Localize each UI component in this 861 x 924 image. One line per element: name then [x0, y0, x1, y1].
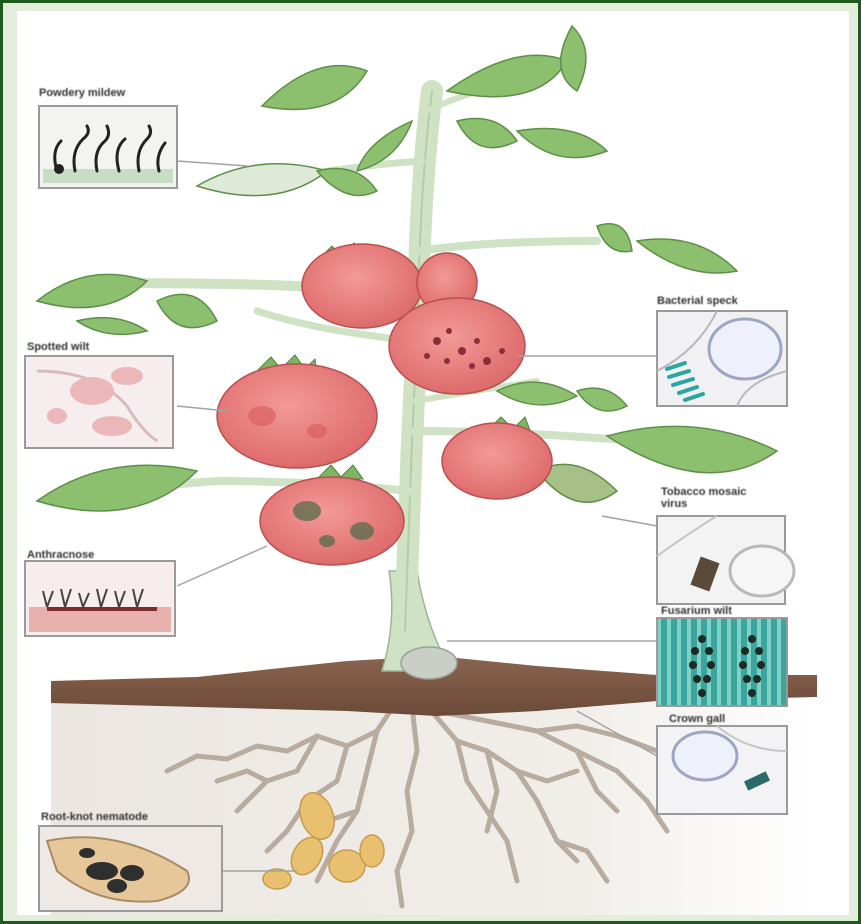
inset-crown-gall — [657, 726, 787, 814]
label-bacterial-speck: Bacterial speck — [657, 295, 738, 307]
inset-powdery-mildew — [39, 106, 177, 188]
inset-fusarium-wilt — [657, 618, 787, 706]
label-crown-gall: Crown gall — [669, 713, 725, 725]
inset-spotted-wilt — [25, 356, 173, 448]
stem-base — [382, 571, 457, 679]
plant-disease-diagram — [17, 11, 849, 915]
label-tobacco-mosaic-virus: Tobacco mosaic virus — [661, 486, 771, 510]
label-spotted-wilt: Spotted wilt — [27, 341, 89, 353]
label-root-knot-nematode: Root-knot nematode — [41, 811, 148, 823]
diagram-canvas: Powdery mildew Bacterial speck Spotted w… — [17, 11, 849, 915]
label-anthracnose: Anthracnose — [27, 549, 94, 561]
inset-root-knot-nematode — [39, 826, 222, 911]
label-powdery-mildew: Powdery mildew — [39, 87, 125, 99]
inset-tobacco-mosaic-virus — [657, 516, 794, 604]
fruits — [217, 244, 552, 565]
label-fusarium-wilt: Fusarium wilt — [661, 605, 732, 617]
inset-bacterial-speck — [657, 311, 787, 406]
inset-anthracnose — [25, 561, 175, 636]
